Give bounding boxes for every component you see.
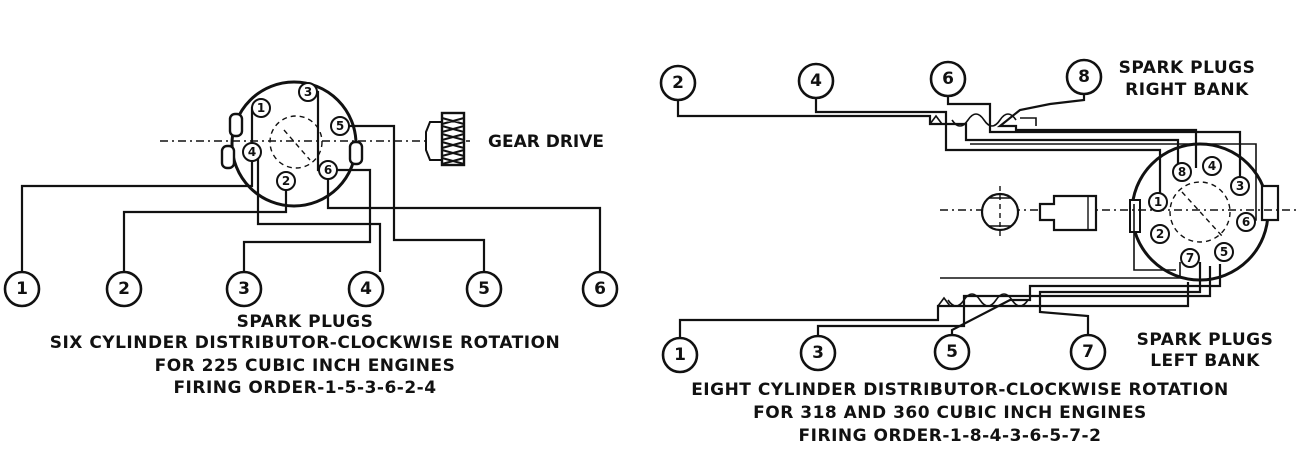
six-spark-plugs: 1 2 3 4 5 6	[3, 270, 619, 308]
svg-text:5: 5	[1220, 245, 1228, 259]
eight-wire-3	[816, 266, 1212, 336]
eight-right-bank-wires	[676, 84, 1257, 221]
six-plug-3: 3	[225, 270, 263, 308]
svg-text:1: 1	[16, 279, 28, 299]
svg-text:5: 5	[478, 279, 490, 299]
six-plug-5: 5	[465, 270, 503, 308]
svg-text:2: 2	[118, 279, 130, 299]
six-caption-line-2: SIX CYLINDER DISTRIBUTOR-CLOCKWISE ROTAT…	[49, 333, 561, 353]
eight-plug-1: 1	[661, 336, 699, 374]
svg-text:3: 3	[238, 279, 250, 299]
svg-text:5: 5	[946, 342, 958, 362]
six-wire-6	[326, 170, 602, 272]
svg-text:6: 6	[594, 279, 606, 299]
eight-caption-line-3: FIRING ORDER-1-8-4-3-6-5-7-2	[798, 426, 1102, 446]
six-caption-line-3: FOR 225 CUBIC INCH ENGINES	[154, 356, 456, 376]
eight-right-bank-plugs: 2 4 6 8	[659, 58, 1103, 102]
left-bank-label-line-2: LEFT BANK	[1150, 351, 1260, 371]
eight-caption-line-2: FOR 318 AND 360 CUBIC INCH ENGINES	[753, 403, 1147, 423]
svg-text:8: 8	[1078, 67, 1090, 87]
six-caption-line-4: FIRING ORDER-1-5-3-6-2-4	[173, 378, 437, 398]
six-wire-2	[122, 181, 288, 272]
svg-text:4: 4	[1208, 159, 1216, 173]
svg-text:2: 2	[282, 174, 290, 188]
six-cap-terminals: 1 3 4 5 2 6	[242, 82, 350, 191]
six-caption-line-1: SPARK PLUGS	[236, 312, 374, 332]
eight-plug-3: 3	[799, 334, 837, 372]
six-mount-ear-right	[348, 140, 364, 166]
eight-wire-8	[996, 84, 1198, 168]
six-rotor	[269, 115, 323, 169]
six-wire-5	[340, 124, 486, 272]
six-wire-1	[20, 106, 261, 272]
svg-text:2: 2	[672, 73, 684, 93]
eight-plug-4: 4	[797, 62, 835, 100]
eight-wire-2	[676, 100, 1180, 170]
svg-text:3: 3	[812, 343, 824, 363]
six-mount-ear-left-lower	[220, 144, 236, 170]
eight-wire-4	[814, 96, 1162, 200]
svg-text:4: 4	[248, 145, 256, 159]
eight-caption-line-1: EIGHT CYLINDER DISTRIBUTOR-CLOCKWISE ROT…	[691, 380, 1229, 400]
six-plug-6: 6	[581, 270, 619, 308]
eight-cap-terminals: 8 4 3 6 1 2 7 5	[1148, 156, 1256, 268]
svg-text:1: 1	[674, 345, 686, 365]
svg-text:2: 2	[1156, 227, 1164, 241]
eight-plug-5: 5	[933, 333, 971, 371]
six-plug-2: 2	[105, 270, 143, 308]
eight-drive-gear-icon	[980, 186, 1098, 238]
six-cylinder-diagram: GEAR DRIVE 1 3 4 5 2 6 1 2 3 4 5 6	[3, 80, 619, 308]
eight-left-bank-plugs: 1 3 5 7	[661, 333, 1107, 374]
svg-text:4: 4	[360, 279, 372, 299]
svg-text:4: 4	[810, 71, 822, 91]
eight-wire-1	[678, 282, 1190, 338]
eight-mount-ear-left	[1129, 199, 1141, 233]
gear-drive-label: GEAR DRIVE	[488, 132, 604, 152]
svg-text:1: 1	[257, 101, 265, 115]
svg-text:3: 3	[304, 85, 312, 99]
eight-plug-8: 8	[1065, 58, 1103, 96]
eight-plug-2: 2	[659, 64, 697, 102]
svg-text:6: 6	[942, 69, 954, 89]
six-mount-ear-left	[228, 112, 244, 138]
eight-wire-5	[950, 264, 1222, 336]
six-plug-4: 4	[347, 270, 385, 308]
eight-cylinder-diagram: 8 4 3 6 1 2 7 5 2 4 6 8 1 3 5 7	[659, 58, 1300, 374]
eight-plug-7: 7	[1069, 333, 1107, 371]
svg-text:6: 6	[324, 163, 332, 177]
eight-wire-6	[946, 96, 1242, 186]
right-bank-label-line-1: SPARK PLUGS	[1118, 58, 1256, 78]
svg-text:7: 7	[1082, 342, 1094, 362]
svg-text:6: 6	[1242, 215, 1250, 229]
eight-wire-7	[1038, 262, 1202, 336]
svg-text:5: 5	[336, 119, 344, 133]
eight-plug-6: 6	[929, 60, 967, 98]
svg-text:3: 3	[1236, 179, 1244, 193]
gear-drive-icon	[425, 111, 466, 167]
eight-left-bank-wires	[678, 204, 1222, 338]
right-bank-label-line-2: RIGHT BANK	[1125, 80, 1249, 100]
left-bank-label-line-1: SPARK PLUGS	[1136, 330, 1274, 350]
svg-text:8: 8	[1178, 165, 1186, 179]
svg-text:7: 7	[1186, 251, 1194, 265]
svg-text:1: 1	[1154, 195, 1162, 209]
six-plug-1: 1	[3, 270, 41, 308]
eight-mount-ear-right	[1260, 184, 1280, 222]
eight-rotor	[1169, 181, 1231, 243]
